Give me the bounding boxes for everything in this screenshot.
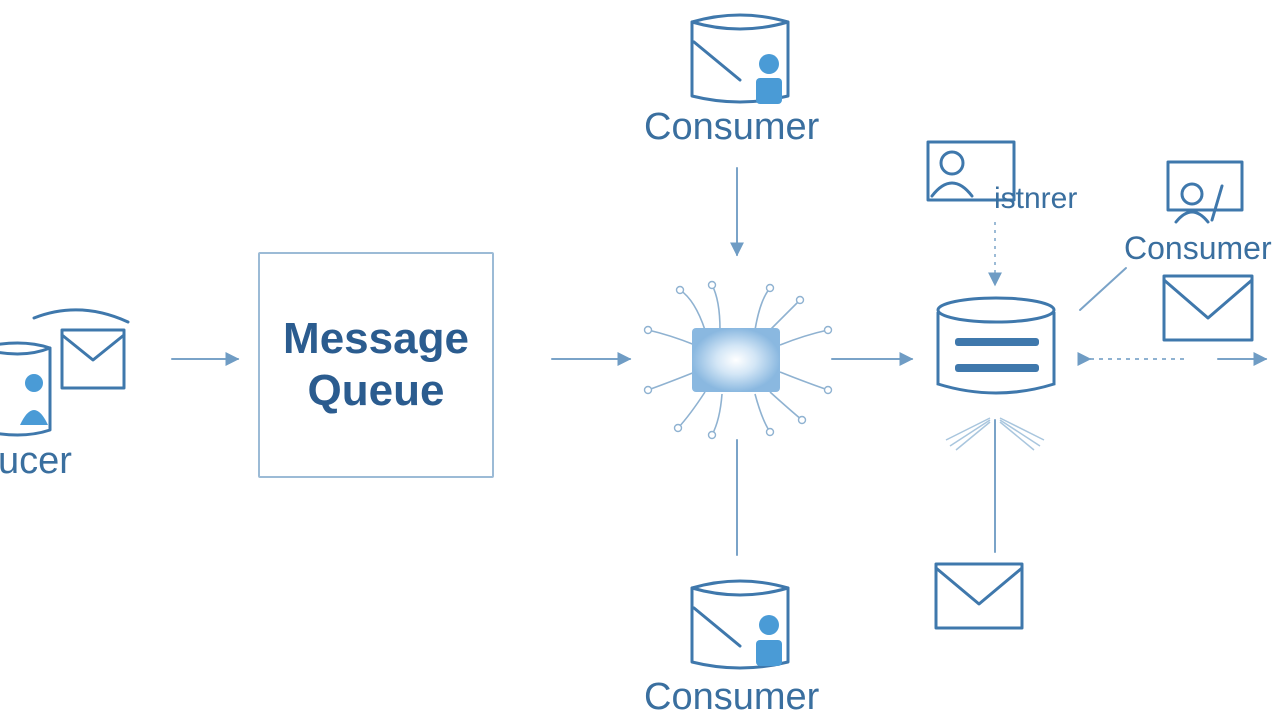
consumer-right-icon xyxy=(1166,160,1244,224)
listener-icon xyxy=(926,140,1016,202)
consumer-bottom-label: Consumer xyxy=(644,676,820,718)
consumer-top-label: Consumer xyxy=(644,106,820,148)
network-hub-icon xyxy=(643,280,833,440)
queue-title-line1: Message xyxy=(283,313,469,363)
consumer-top-icon xyxy=(690,13,790,104)
mail-right-icon xyxy=(1162,274,1254,342)
mail-bottom-icon xyxy=(934,562,1024,630)
producer-icon xyxy=(0,308,130,437)
consumer-right-label: Consumer xyxy=(1124,230,1272,266)
message-queue-box[interactable]: Message Queue xyxy=(258,252,494,478)
producer-label: ucer xyxy=(0,440,72,482)
listener-label: istnrer xyxy=(994,182,1078,215)
database-icon xyxy=(936,296,1056,395)
line-storage-to-consumer-right xyxy=(1079,267,1127,311)
queue-title-line2: Queue xyxy=(307,366,445,415)
storage-fan-lines xyxy=(945,417,1045,451)
consumer-bottom-icon xyxy=(690,579,790,670)
